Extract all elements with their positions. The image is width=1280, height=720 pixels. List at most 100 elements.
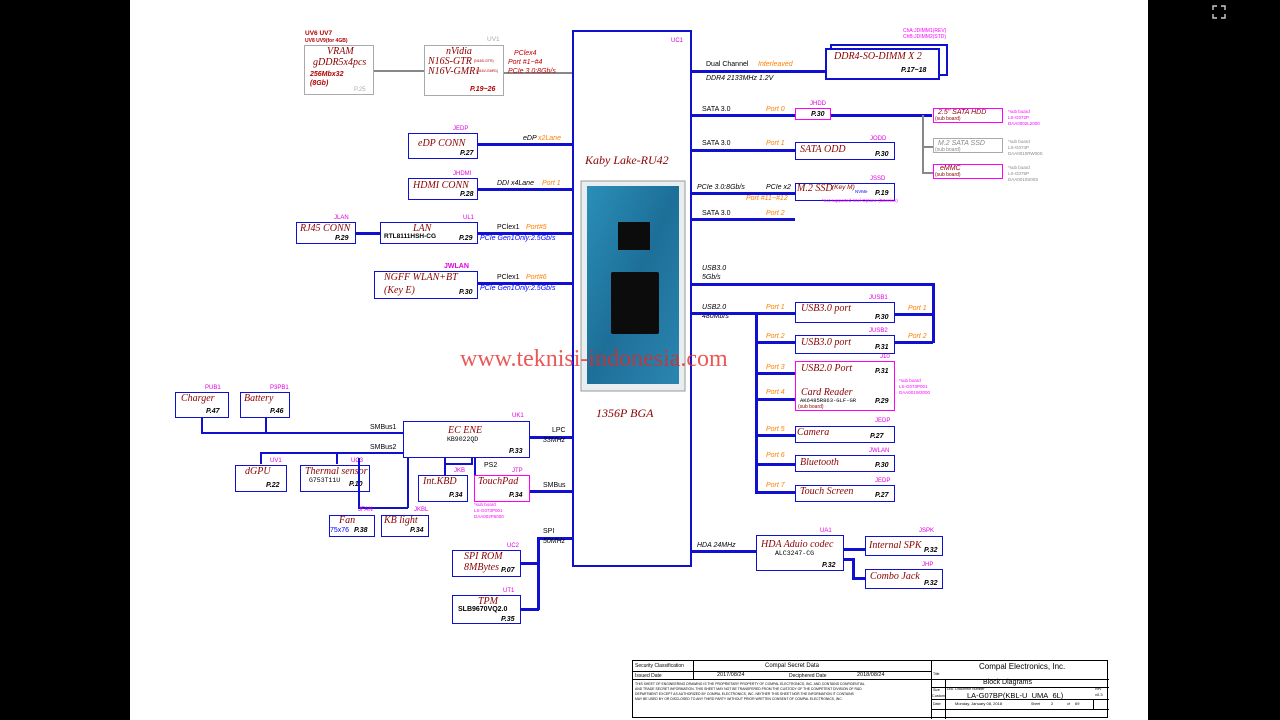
edp-title: eDP CONN (418, 138, 466, 149)
tb-deciphered-label: Deciphered Date (789, 673, 827, 679)
hdmi-page: P.28 (460, 191, 474, 198)
m2-nvme: NVMe (855, 189, 868, 194)
gpu-tag-a: (N16S-GTR) (474, 59, 494, 63)
ec-chip: KB9022QD (447, 436, 479, 443)
bt-title: Bluetooth (800, 457, 839, 468)
hdmi-block (408, 178, 478, 200)
vram-ref-a: UV6 UV7 (305, 30, 333, 37)
spk-link (844, 548, 865, 551)
lan-block (380, 222, 478, 244)
edp-page: P.27 (460, 150, 474, 157)
usb2-p4-link (755, 398, 795, 401)
usb2-block (795, 335, 895, 354)
vram-title-a: VRAM (327, 46, 354, 57)
gpu-ref: UV1 (487, 36, 500, 43)
tb-deciphered-value: 2018/08/24 (857, 672, 885, 678)
smbus1-link (201, 432, 403, 434)
usb1-page: P.30 (875, 314, 889, 321)
dgpu-block (235, 465, 287, 492)
wlan-title-a: NGFF WLAN+BT (384, 272, 458, 283)
hdd-block (933, 108, 1003, 123)
spi-trunk-v (537, 537, 540, 610)
kbd-title: Int.KBD (423, 476, 457, 487)
m2-key: (Key M) (832, 184, 855, 191)
spirom-title-b: 8MBytes (464, 562, 499, 573)
spk-title: Internal SPK (869, 540, 922, 551)
hdd-note-c: DAA0002L2000 (1008, 121, 1040, 126)
tb-legal-c: DEPARTMENT EXCEPT AS AUTHORIZED BY COMPA… (635, 692, 854, 696)
gpu-link-c: PCIe 3.0:8Gb/s (508, 68, 556, 75)
gpu-cpu-link (504, 72, 572, 74)
hdmi-port: Port 1 (542, 180, 561, 187)
usb2-trunk (692, 312, 756, 315)
odd-title: SATA ODD (800, 144, 846, 155)
usb3-p2-link (895, 341, 933, 344)
lpc-link (530, 436, 572, 439)
sata0-bus: SATA 3.0 (702, 106, 731, 113)
wlan-speed: PCIe Gen1Only:2.5Gb/s (480, 285, 556, 292)
cam-page: P.27 (870, 433, 884, 440)
cr-page: P.29 (875, 398, 889, 405)
spirom-page: P.07 (501, 567, 515, 574)
tb-doc-value: LA-G07BP(KBL-U_UMA_6L) (967, 691, 1064, 700)
edp-ref: JEDP (453, 126, 469, 132)
thermal-v (336, 452, 338, 464)
expand-icon[interactable] (1212, 5, 1226, 19)
edp-bus: eDP (523, 135, 537, 142)
tb-of-value: 69 (1075, 701, 1080, 706)
jack-link-v (852, 558, 855, 579)
tb-rev-label: Rev (1095, 687, 1102, 691)
wlan-page: P.30 (459, 289, 473, 296)
gpu-block (424, 45, 504, 96)
dgpu-page: P.22 (266, 482, 280, 489)
tpm-page: P.35 (501, 616, 515, 623)
jack-title: Combo Jack (870, 571, 920, 582)
usb3-label: USB3.0 (702, 265, 727, 272)
wlan-port: Port#6 (526, 274, 547, 281)
usb2-ref: JUSB2 (869, 328, 888, 334)
sata0-page: P.30 (811, 111, 825, 118)
m2-block (795, 183, 895, 201)
spi-label: SPI (543, 528, 555, 535)
kbd-h (444, 463, 472, 465)
lan-ref: UL1 (463, 215, 475, 221)
emmc-note-b: LS-G075P (1008, 171, 1030, 176)
smbus-link (530, 490, 572, 493)
usb2-p2: Port 2 (766, 333, 785, 340)
usb1-block (795, 302, 895, 323)
audio-ref: UA1 (820, 528, 832, 534)
audio-chip: ALC3247-CG (775, 550, 815, 557)
m2-note: *not supported Intel Optane (Brtenlov) (822, 198, 898, 203)
hda-link (692, 550, 756, 553)
wlan-ref: JWLAN (444, 263, 469, 270)
kbl-title: KB light (384, 515, 418, 526)
bt-block (795, 455, 895, 472)
cr-chip: AK6485R863-GLF-GR (800, 397, 857, 404)
kbd-page: P.34 (449, 492, 463, 499)
ssd-sata-title: M.2 SATA SSD (938, 140, 985, 147)
lan-port: Port#5 (526, 224, 547, 231)
ec-title: EC ENE (448, 425, 483, 436)
sata0-port: Port 0 (766, 106, 785, 113)
smbus-label: SMBus (543, 482, 566, 489)
tb-doc-label: Doc. Document Number (947, 687, 985, 691)
usb3-p1-link (895, 313, 933, 316)
sata1-link (692, 149, 795, 152)
spirom-ref: UC2 (507, 543, 520, 549)
tpm-ref: UT1 (503, 588, 515, 594)
kbl-page: P.34 (410, 527, 424, 534)
jack-ref: JHP (922, 562, 934, 568)
usb2-p4: Port 4 (766, 389, 785, 396)
tpm-block (452, 595, 521, 624)
usb2-p2-link (755, 341, 795, 344)
usb2-p7-link (755, 491, 795, 494)
m2-bus2: PCIe x2 (766, 184, 791, 191)
emmc-block (933, 164, 1003, 179)
usb2port-page: P.31 (875, 368, 889, 375)
tp-note-b: LS-G073P001 (474, 508, 503, 513)
watermark: www.teknisi-indonesia.com (460, 346, 728, 372)
rj45-block (296, 222, 356, 244)
kbd-ref: JKB (454, 468, 466, 474)
vram-desc-b: (8Gb) (310, 80, 329, 87)
